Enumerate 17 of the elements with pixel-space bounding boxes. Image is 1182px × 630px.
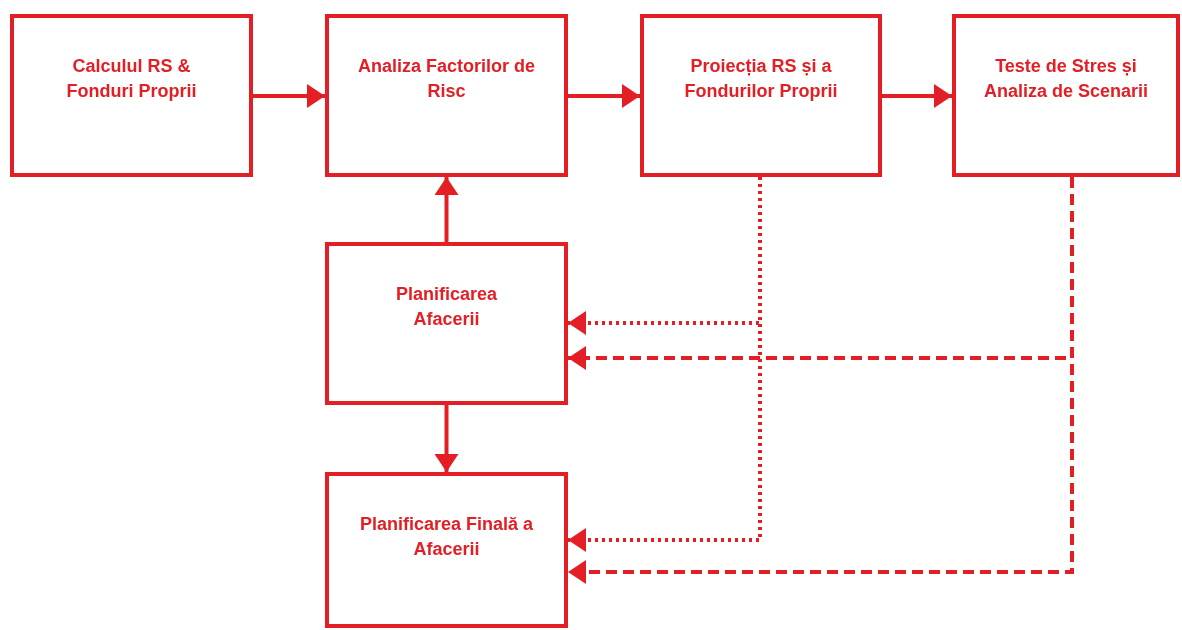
process-box	[640, 14, 882, 177]
box-label: Planificarea Afacerii	[394, 283, 499, 331]
arrow	[568, 84, 640, 108]
process-box	[325, 242, 568, 405]
box-label: Calculul RS & Fonduri Proprii	[65, 55, 198, 103]
box-label: Analiza Factorilor de Risc	[356, 55, 536, 103]
box-label: Planificarea Finală a Afacerii	[358, 513, 535, 561]
arrow	[434, 405, 459, 472]
process-box	[10, 14, 253, 177]
arrow	[882, 84, 952, 108]
arrow	[434, 177, 459, 242]
process-box	[952, 14, 1180, 177]
process-box	[325, 14, 568, 177]
arrow	[253, 84, 325, 108]
box-label: Teste de Stres și Analiza de Scenarii	[982, 55, 1150, 103]
process-box	[325, 472, 568, 628]
box-label: Proiecția RS și a Fondurilor Proprii	[683, 55, 839, 103]
